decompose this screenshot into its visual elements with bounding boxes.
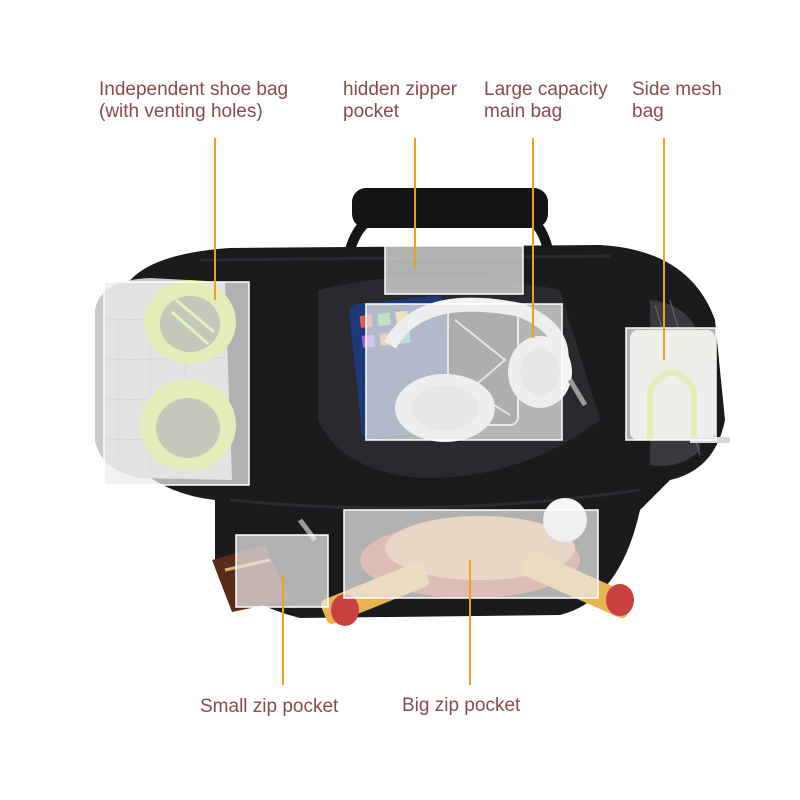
label-side-mesh: Side mesh bag <box>632 79 722 123</box>
label-main-bag-line2: main bag <box>484 101 563 122</box>
highlight-hidden-zipper <box>384 245 524 295</box>
highlight-shoe-bag <box>103 281 250 486</box>
highlight-boxes <box>103 245 717 608</box>
label-side-mesh-line2: bag <box>632 101 664 122</box>
label-main-bag-line1: Large capacity <box>484 79 608 100</box>
label-big-zip: Big zip pocket <box>402 695 521 716</box>
label-shoe-bag-line1: Independent shoe bag <box>99 79 289 100</box>
label-hidden-zipper-line2: pocket <box>343 101 399 122</box>
label-shoe-bag-line2: (with venting holes) <box>99 101 263 122</box>
label-shoe-bag: Independent shoe bag (with venting holes… <box>99 79 288 123</box>
label-small-zip: Small zip pocket <box>200 696 339 717</box>
bag-handle <box>345 188 553 252</box>
leader-lines <box>214 138 665 685</box>
label-main-bag: Large capacity main bag <box>484 79 608 123</box>
label-hidden-zipper-line1: hidden zipper <box>343 79 458 100</box>
label-hidden-zipper: hidden zipper pocket <box>343 79 457 123</box>
highlight-main-bag <box>365 303 563 441</box>
label-side-mesh-line1: Side mesh <box>632 79 722 100</box>
highlight-side-mesh <box>625 327 717 441</box>
